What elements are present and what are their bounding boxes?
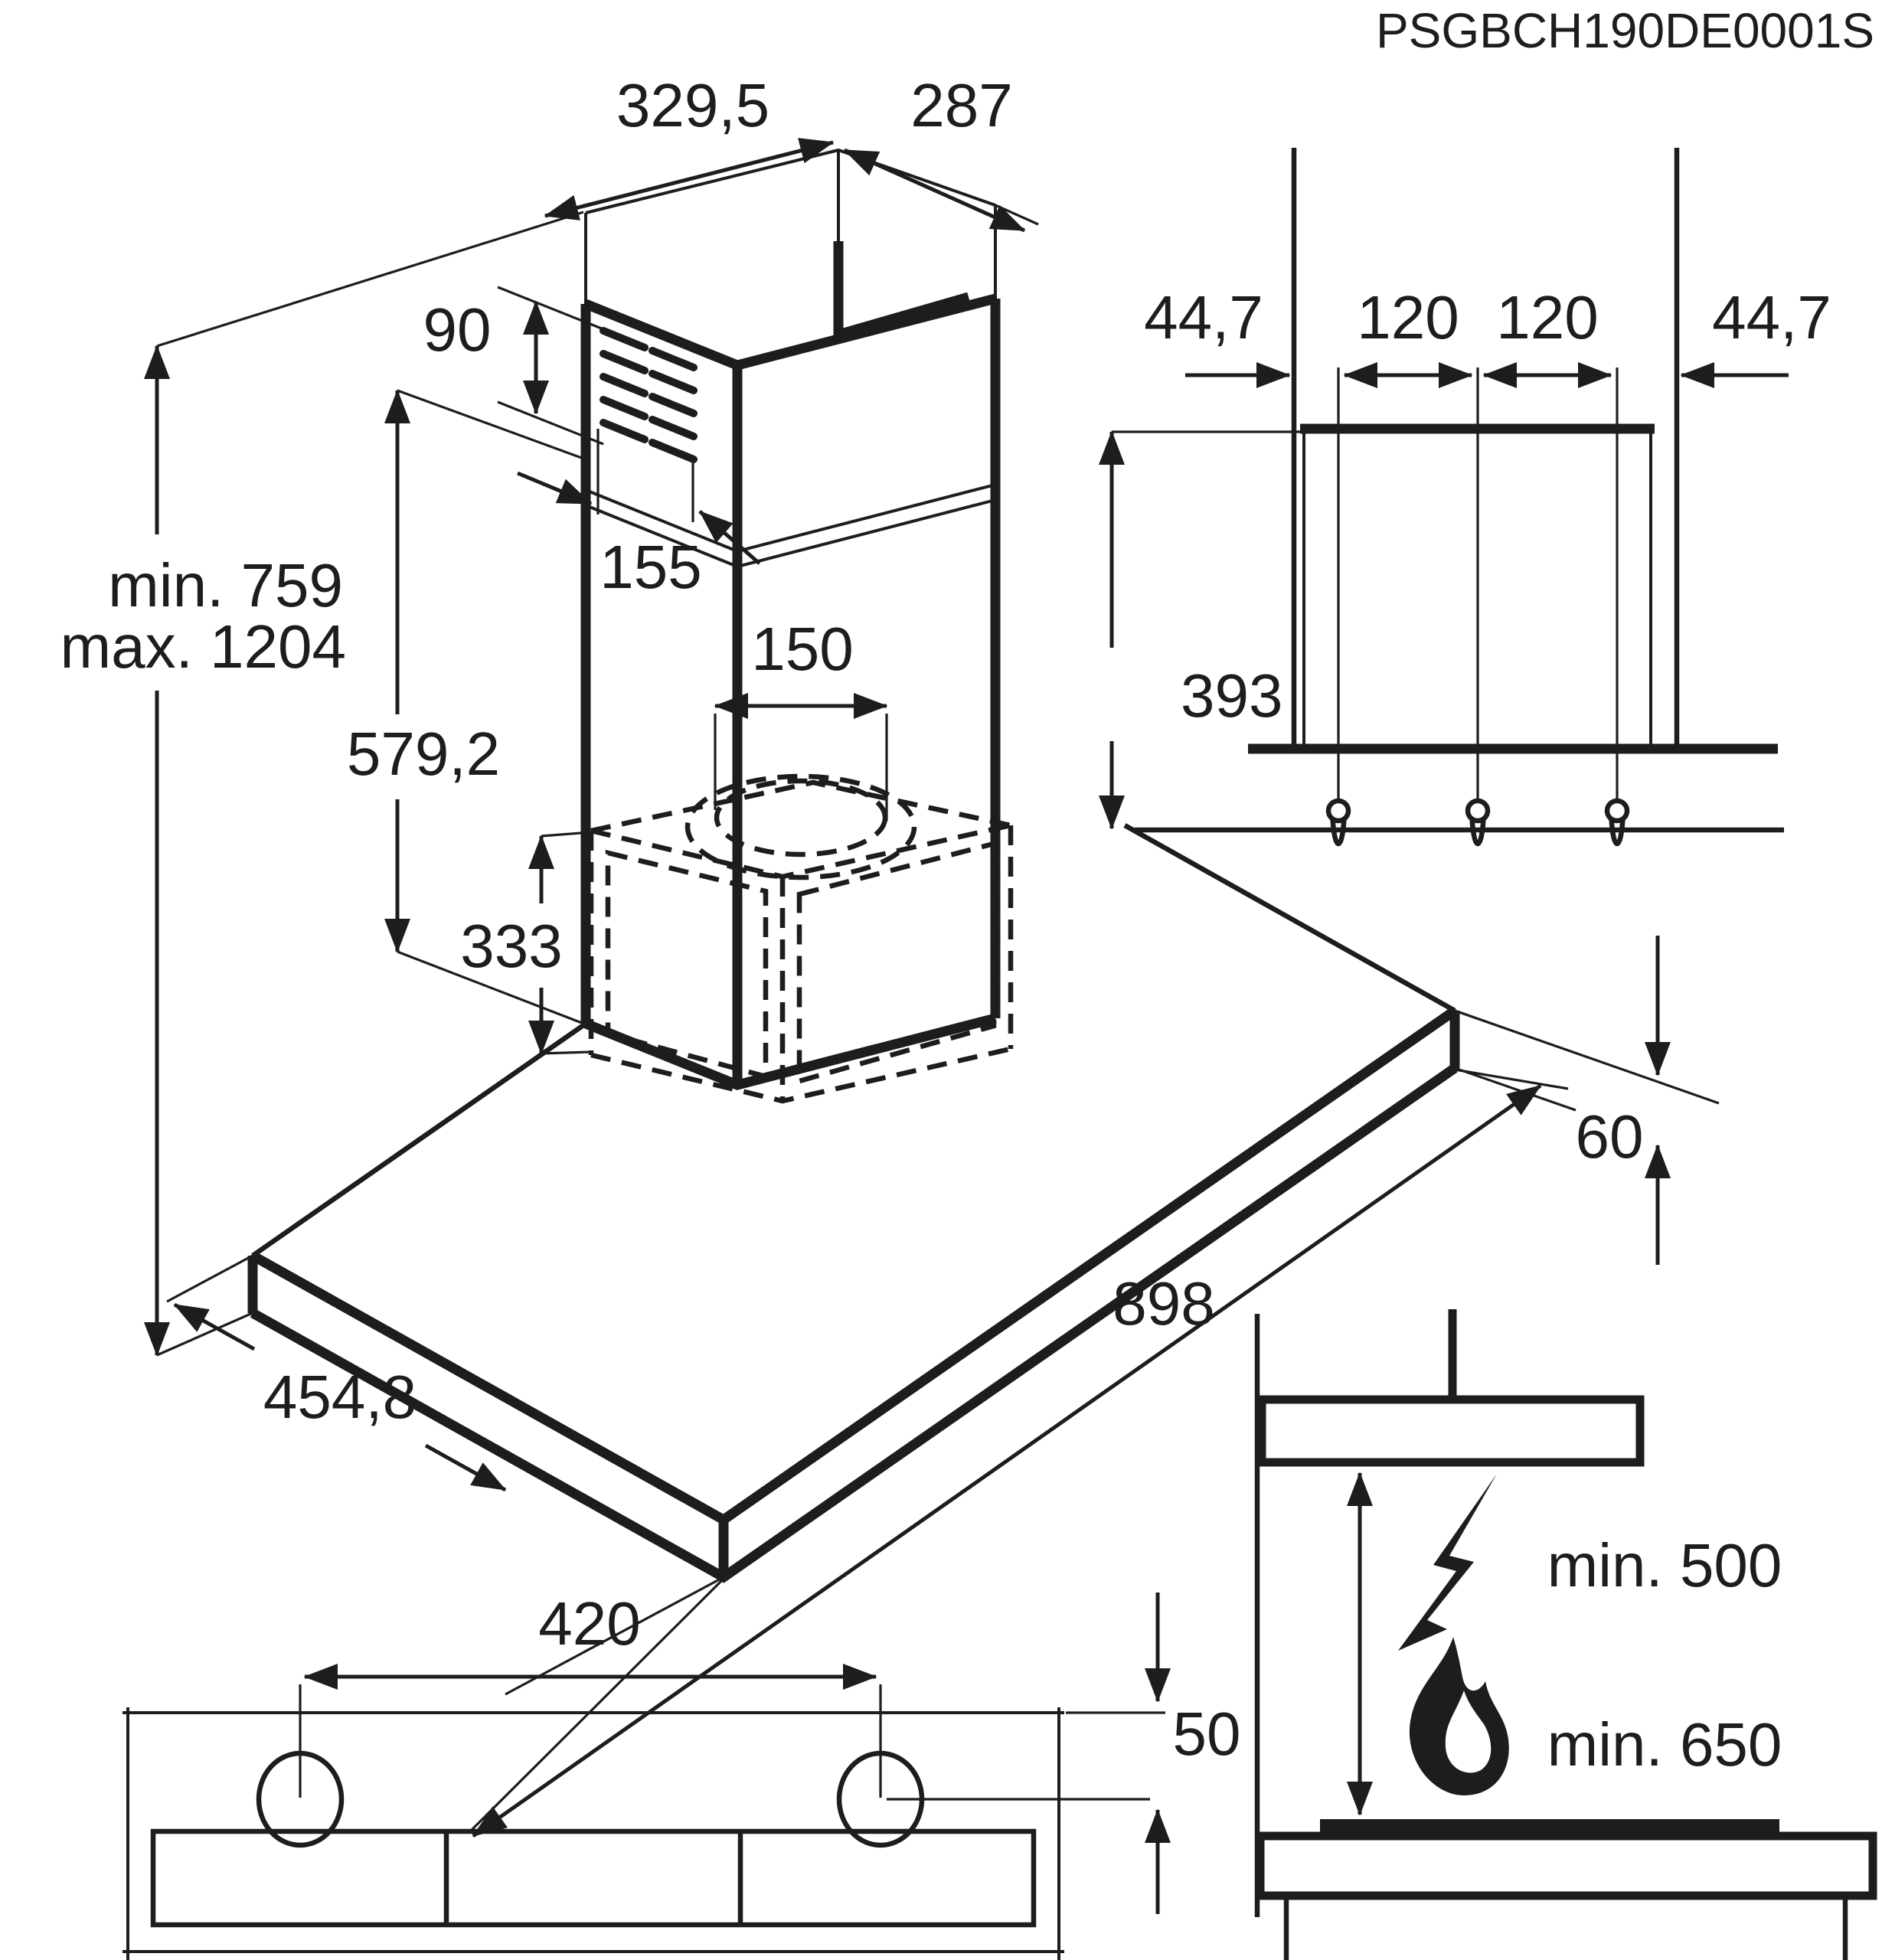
isometric-hood-view: 329,5 287 90 155 min. 759 max. 1204 [60,71,1720,1838]
dim-label-duct-diameter: 150 [751,615,853,683]
lightning-icon [1398,1474,1497,1651]
dim-label-height-max: max. 1204 [60,612,346,681]
flame-icon [1409,1637,1509,1795]
duct-outlet-flange [685,773,917,880]
keyhole-slots [1325,368,1630,847]
dim-label-canopy-depth: 454,8 [263,1363,417,1431]
clearance-label-electric: min. 500 [1547,1531,1782,1599]
keyhole-slot-icon [1325,798,1351,847]
dim-label-canopy-width: 898 [1113,1269,1214,1338]
dim-vent-height: 90 [423,286,604,446]
bottom-view: 420 50 [123,1589,1240,1960]
dim-label-motor-box-height: 333 [460,912,562,980]
chimney-side-lines [1291,148,1680,749]
dim-hole-pitch: 420 [299,1589,882,1798]
dim-hole-offset: 50 [887,1592,1240,1914]
duct-outlet-circle [714,778,888,858]
countertop [1256,1831,1877,1900]
dim-total-height: min. 759 max. 1204 [60,211,584,1357]
dim-label-canopy-thickness: 60 [1576,1102,1644,1171]
dim-canopy-thickness: 60 [1454,936,1720,1265]
clearance-view: min. 500 min. 650 [1254,1309,1877,1960]
dim-canopy-depth: 454,8 [166,1254,724,1696]
dim-vent-width: 155 [517,429,761,601]
dim-label-pitch-right: 120 [1496,283,1598,351]
counter-legs [1283,1896,1848,1960]
keyhole-slot-icon [1604,798,1630,847]
grease-filter-panels [150,1828,1037,1928]
wall-mount-view: 44,7 120 120 44,7 393 [1098,148,1831,847]
dim-label-vent-width: 155 [600,533,701,601]
dim-label-offset-right: 44,7 [1712,283,1831,351]
vent-grille-icon [600,327,698,463]
dim-chimney-width: 329,5 [544,71,835,220]
dim-label-pitch-left: 120 [1357,283,1459,351]
dim-duct-diameter: 150 [714,615,888,821]
dim-label-chimney-width: 329,5 [616,71,769,139]
dim-label-lower-chimney-height: 579,2 [347,720,500,788]
dim-label-mount-height: 393 [1181,662,1282,730]
dim-label-height-min: min. 759 [108,551,343,619]
motor-box-dashed-outline [588,773,1014,1104]
dim-canopy-width: 898 [467,1068,1569,1838]
dim-label-hole-offset: 50 [1173,1700,1241,1768]
dim-label-vent-height: 90 [423,296,492,364]
dim-label-offset-left: 44,7 [1144,283,1263,351]
dim-motor-box-height: 333 [460,831,592,1055]
drawing-code-title: PSGBCH190DE0001S [1376,3,1874,58]
hood-canopy-side [1257,1395,1645,1467]
dim-label-chimney-depth: 287 [910,71,1012,139]
keyhole-slot-icon [1465,798,1491,847]
clearance-label-gas: min. 650 [1547,1710,1782,1779]
dim-hole-offsets: 44,7 120 120 44,7 [1144,283,1831,389]
dim-mount-height: 393 [1098,430,1308,830]
dim-chimney-depth: 287 [843,71,1039,233]
dim-label-hole-pitch: 420 [538,1589,640,1658]
dim-lower-chimney-height: 579,2 [347,389,586,1026]
chimney-outline [580,148,1001,1090]
